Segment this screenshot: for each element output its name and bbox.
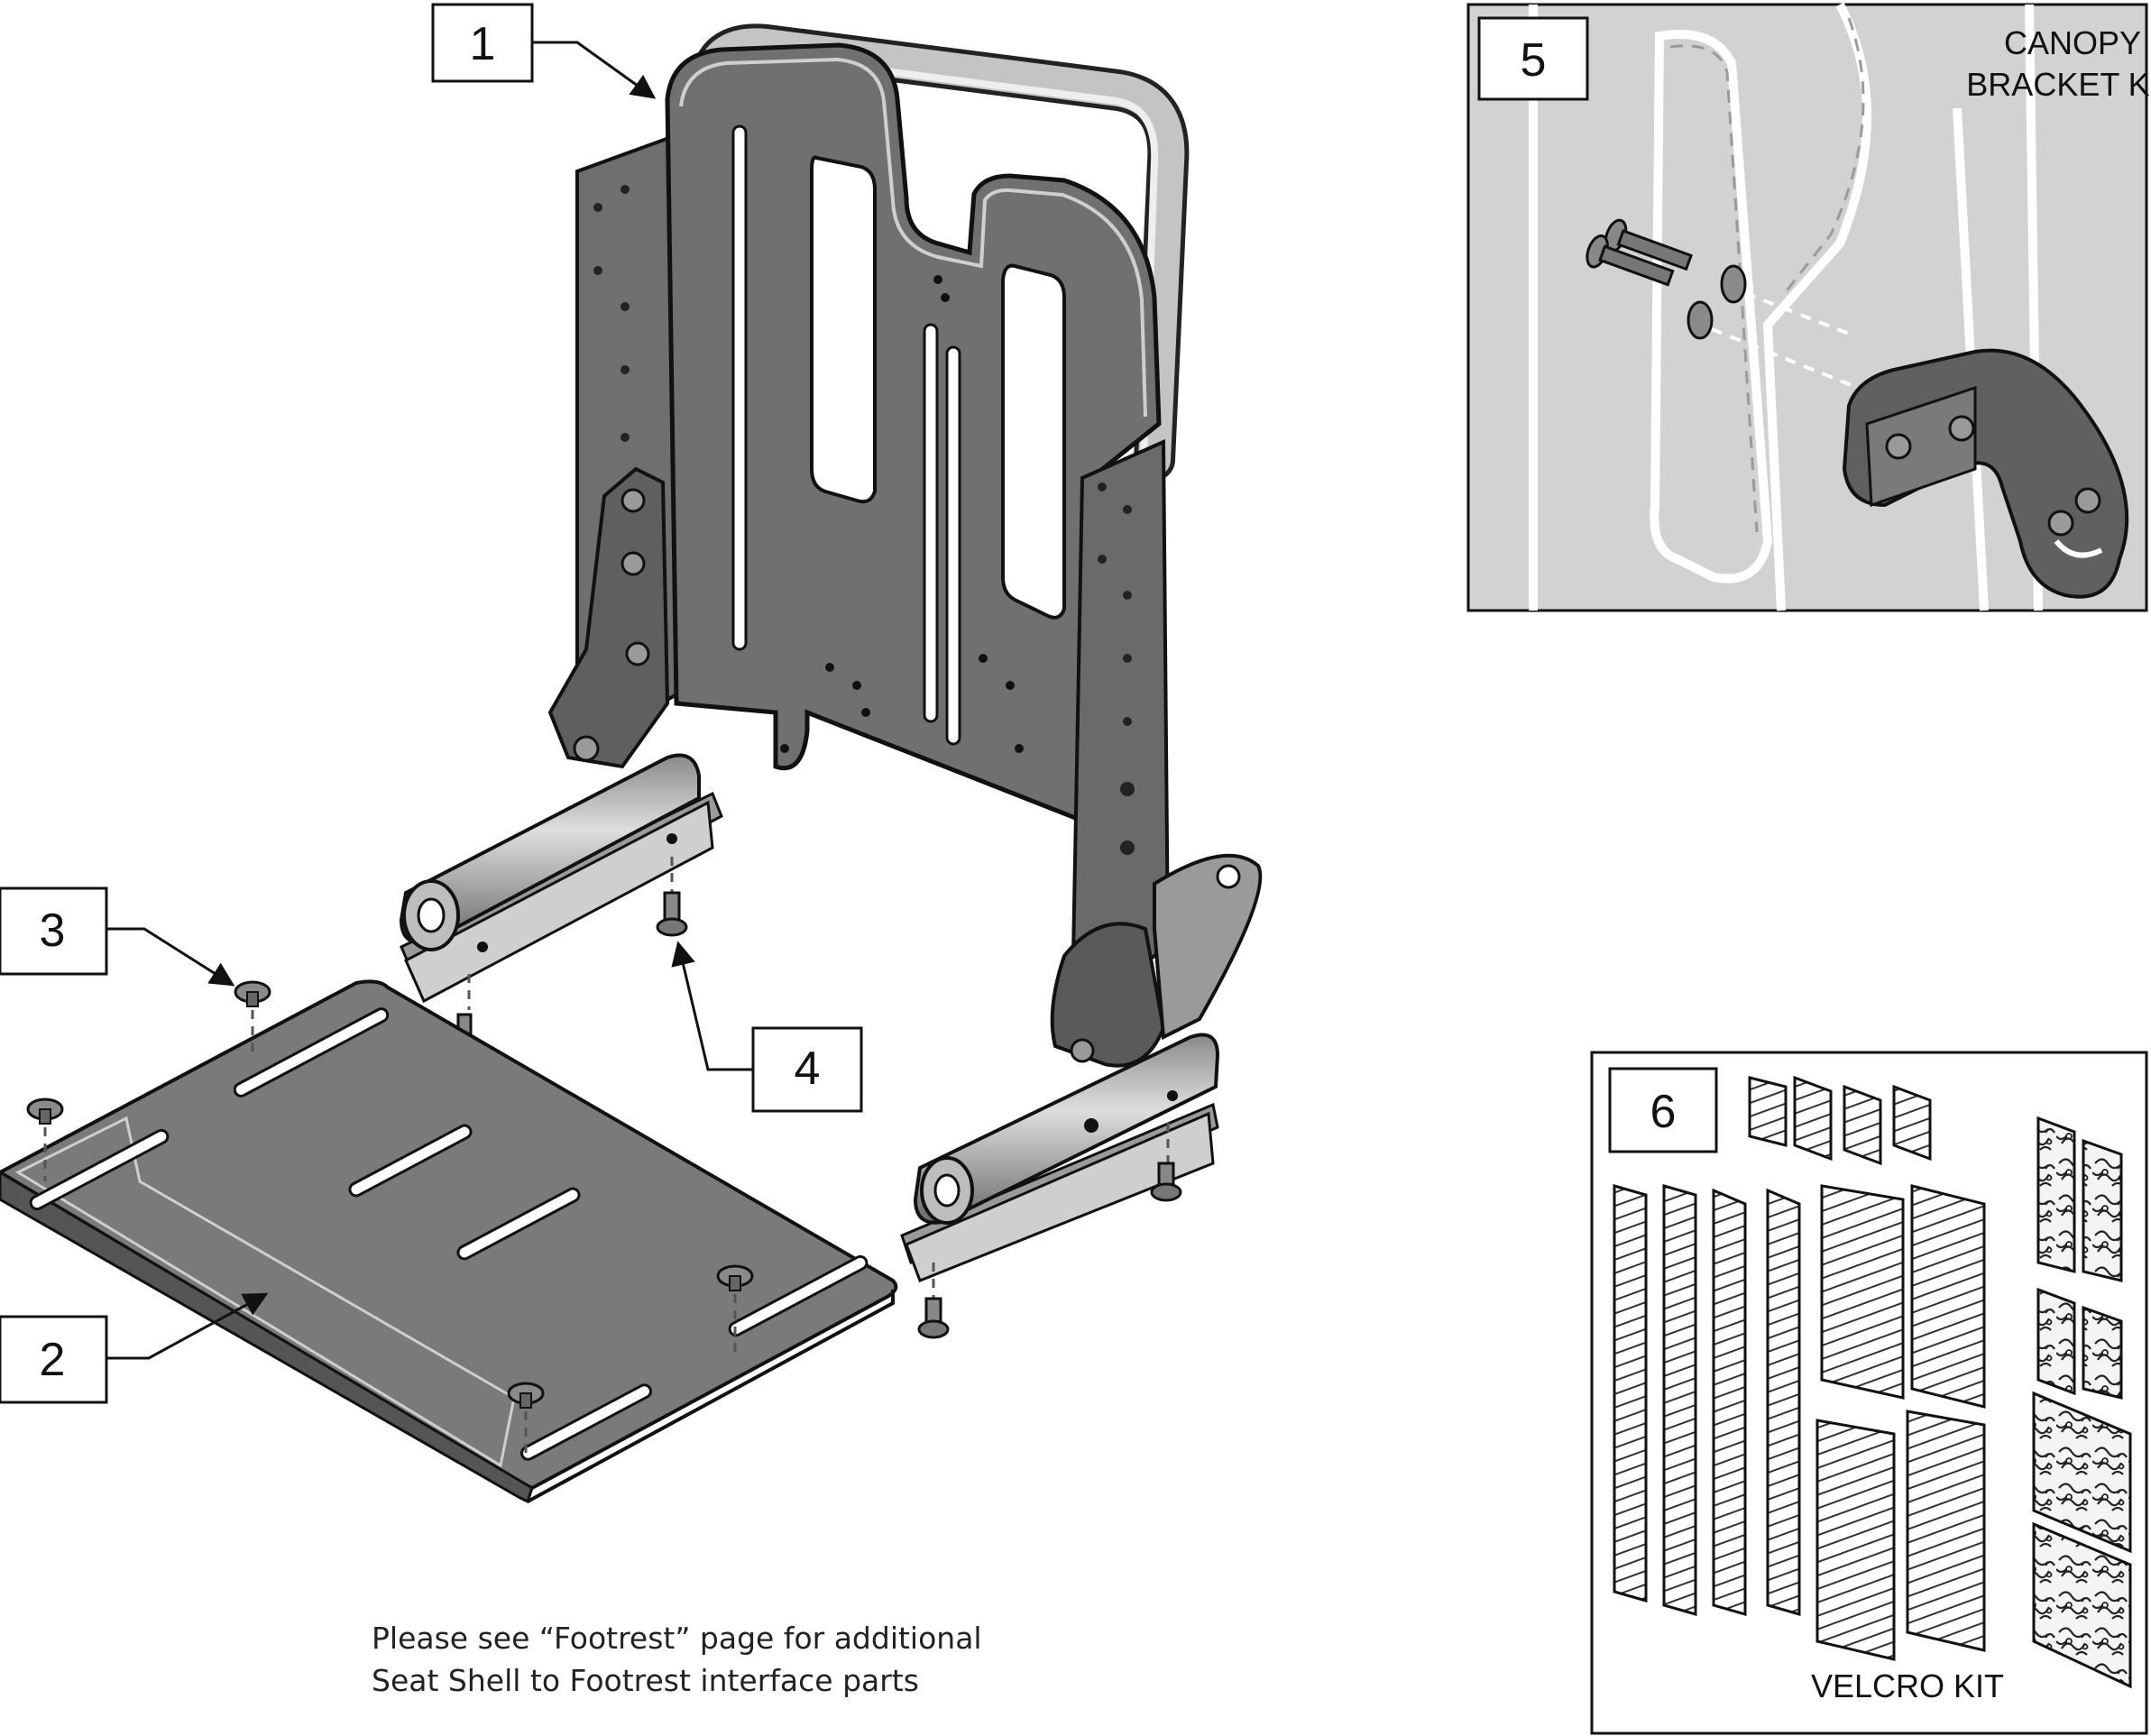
callout-3: 3	[0, 886, 235, 987]
seat-pan-slots	[29, 1007, 869, 1461]
footrest-note: Please see “Footrest” page for additiona…	[372, 1621, 982, 1698]
right-seat-rail	[900, 1033, 1220, 1282]
callout-4-label: 4	[795, 1043, 821, 1095]
callout-2: 2	[0, 1292, 269, 1404]
seat-pan-plate	[0, 979, 898, 1504]
canopy-bolts	[1586, 218, 1859, 390]
callout-6-label: 6	[1650, 1086, 1677, 1138]
callout-2-label: 2	[40, 1334, 66, 1386]
screw	[917, 1297, 950, 1339]
canopy-kit-title-line1: CANOPY	[2004, 24, 2141, 61]
fastener-centerlines	[467, 857, 1170, 1299]
back-plate-slots	[731, 124, 961, 746]
callout-1-label: 1	[470, 18, 496, 70]
screw	[656, 891, 688, 937]
bolt	[234, 980, 271, 1055]
seat-shell-back-assembly	[399, 23, 1263, 1299]
callout-5-box	[1477, 16, 1589, 101]
left-hinge-nuts	[573, 488, 650, 762]
velcro-kit-inset: 6 VELCRO	[1590, 1051, 2148, 1735]
left-hinge-bracket	[547, 466, 670, 769]
callout-5-label: 5	[1521, 34, 1547, 87]
lower-cutout	[1001, 263, 1066, 620]
wide-hook-pads	[1815, 1184, 1986, 1661]
canopy-kit-title-line2: BRACKET KIT	[1966, 66, 2151, 103]
mounting-bolts-part-3	[26, 980, 754, 1461]
bolt	[716, 1264, 754, 1353]
right-plate-holes	[1098, 482, 1135, 855]
screw	[1150, 1162, 1182, 1202]
long-hook-strips	[1613, 1184, 1801, 1616]
velcro-kit-title: VELCRO KIT	[1811, 1667, 2004, 1704]
small-hook-strips	[1748, 1075, 1932, 1166]
canopy-bracket-kit-inset: 5 CANOPY BRACKET KIT	[1466, 2, 2151, 612]
left-plate-holes	[593, 185, 630, 442]
callout-4: 4	[671, 941, 863, 1113]
loop-strips	[2032, 1116, 2132, 1689]
back-plate-holes	[780, 275, 1024, 753]
right-hinge-bracket	[1050, 922, 1166, 1068]
canopy-bracket-nuts	[1885, 415, 2101, 537]
callout-3-label: 3	[40, 905, 66, 957]
footrest-note-line2: Seat Shell to Footrest interface parts	[372, 1663, 919, 1698]
left-seat-rail	[399, 753, 723, 1004]
bolt	[26, 1098, 64, 1181]
screws-part-4	[456, 891, 1182, 1339]
callout-1: 1	[431, 3, 657, 99]
right-canopy-fin	[1153, 853, 1263, 1041]
upper-cutout	[810, 155, 877, 504]
callout-6-box	[1608, 1067, 1718, 1153]
footrest-note-line1: Please see “Footrest” page for additiona…	[372, 1621, 982, 1656]
bolt	[507, 1382, 545, 1461]
main-back-plate	[665, 42, 1162, 824]
